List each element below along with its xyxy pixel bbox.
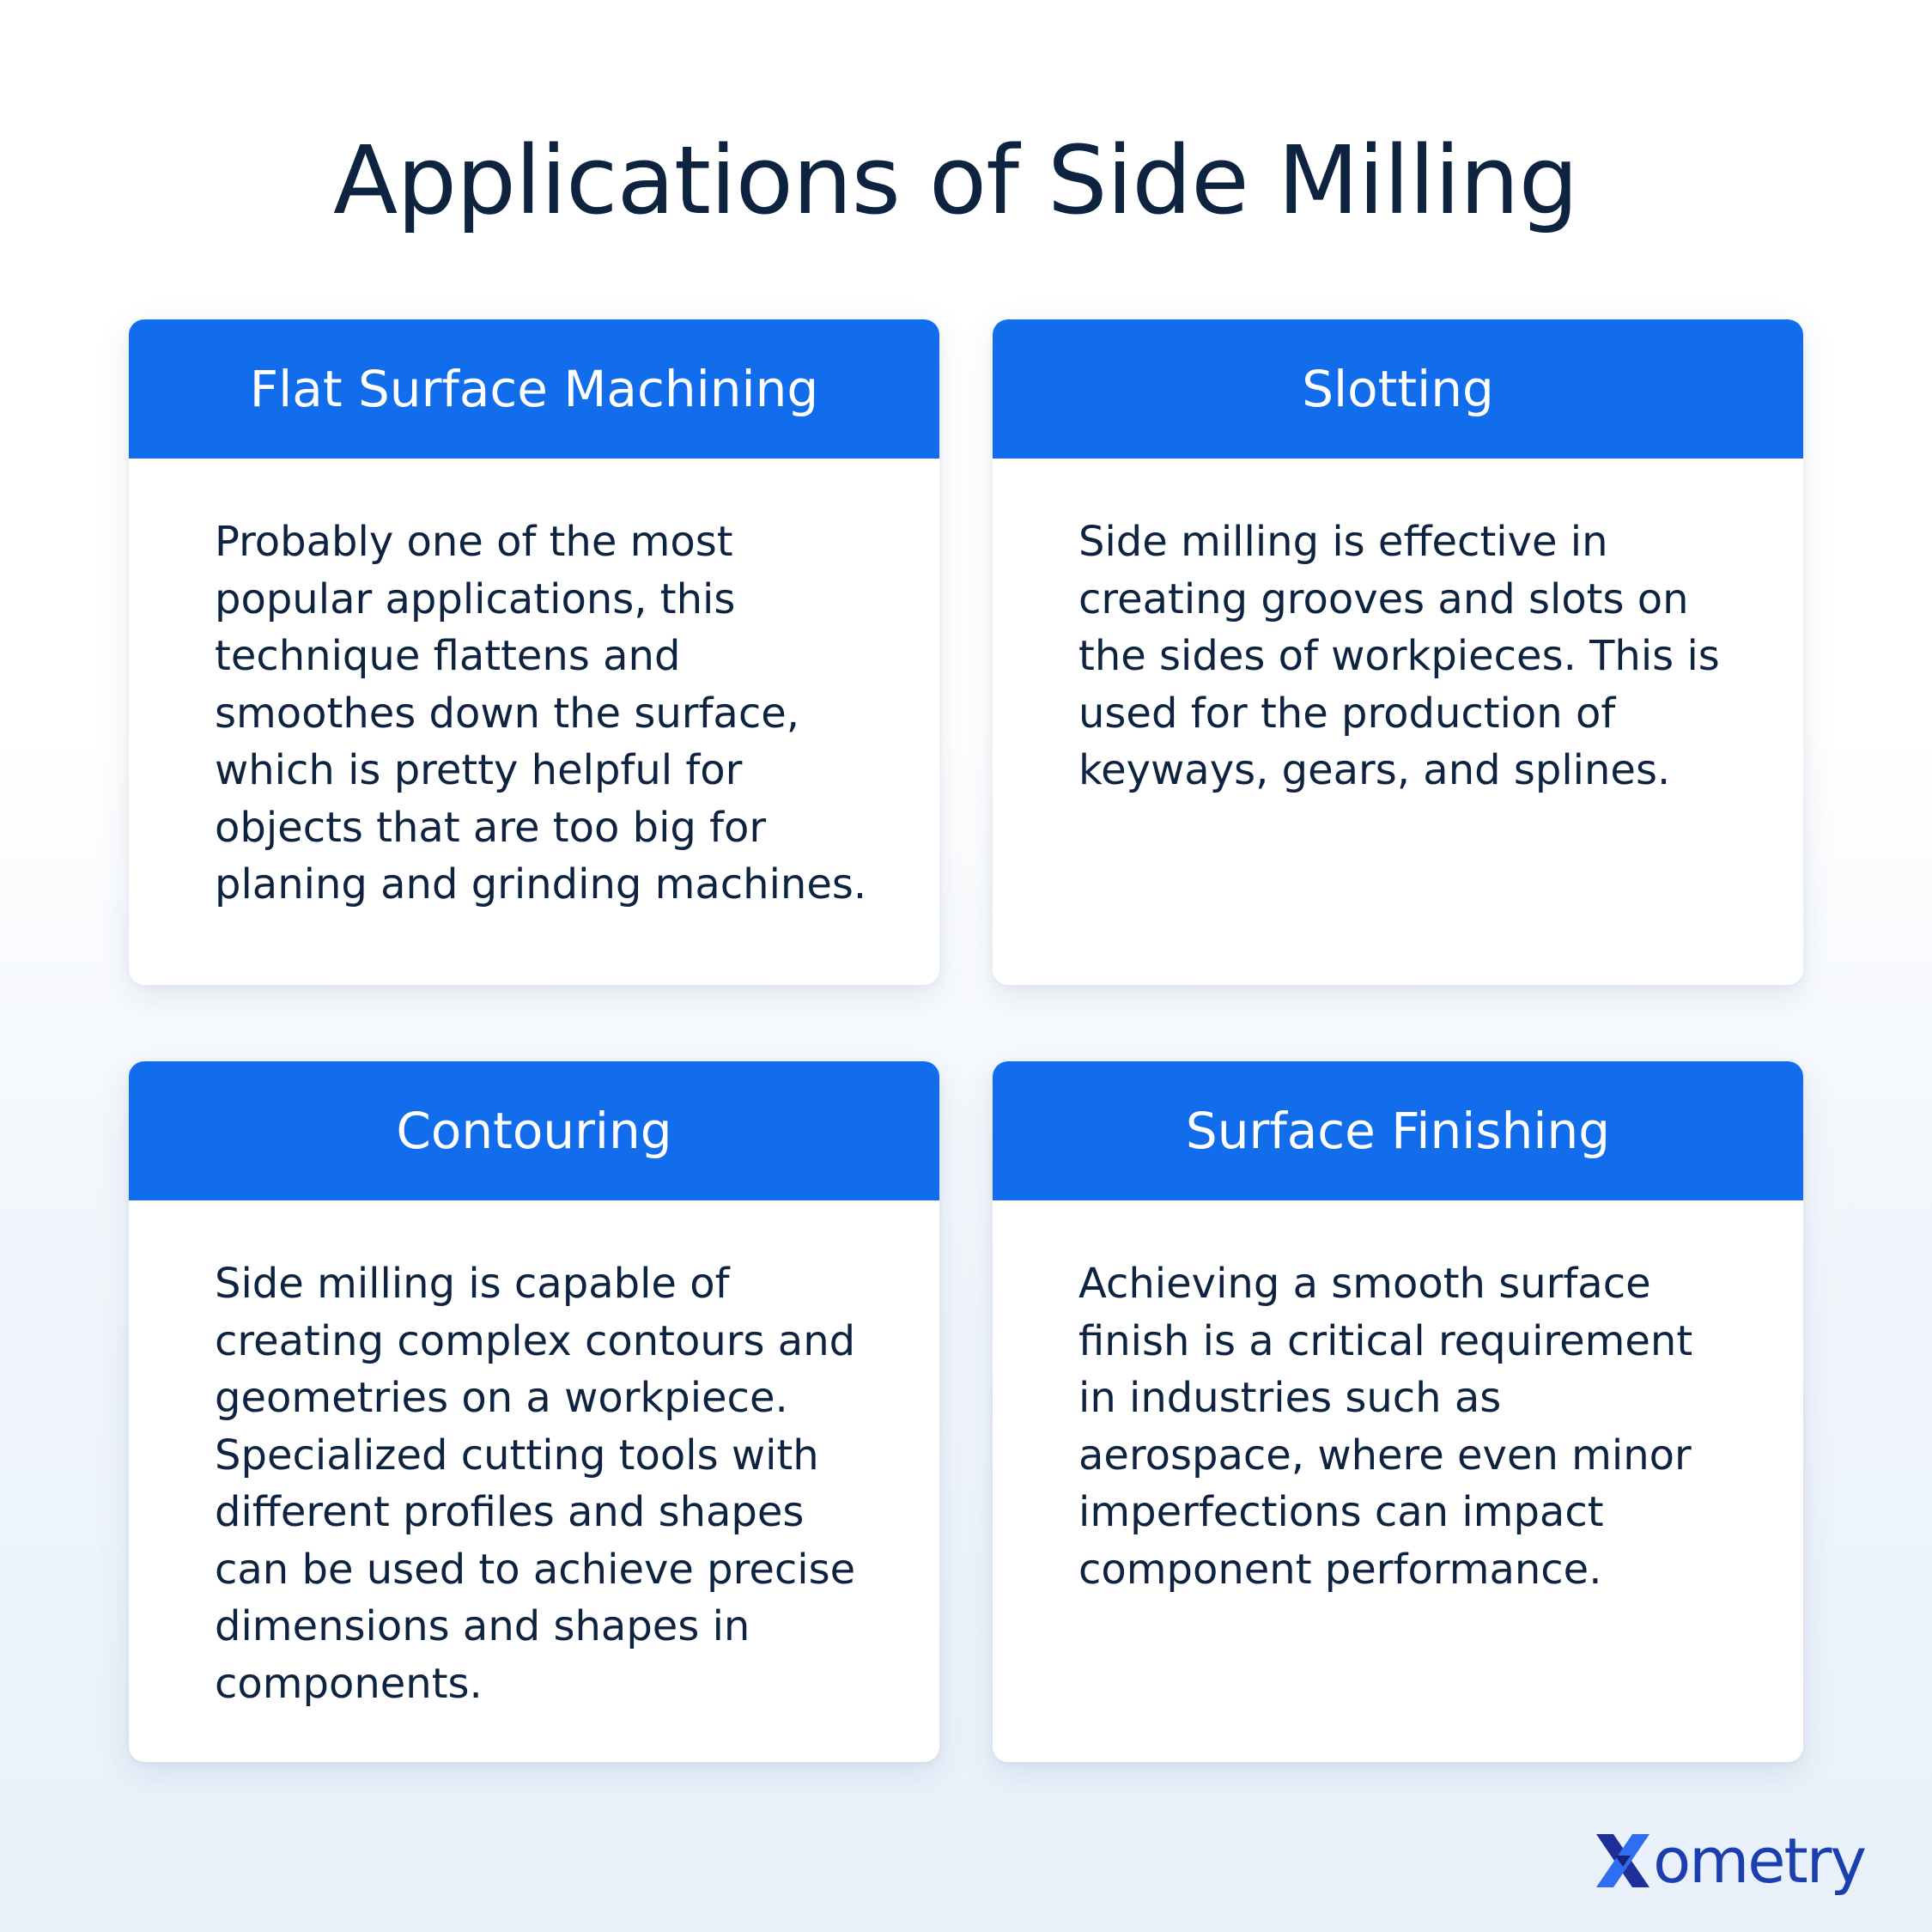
page-title: Applications of Side Milling — [333, 125, 1578, 235]
description-line: planing and grinding machines. — [215, 860, 867, 908]
card-description: Probably one of the most popular applica… — [129, 459, 939, 914]
description-line: keyways, gears, and splines. — [1078, 746, 1671, 794]
card-surface-finishing: Surface Finishing Achieving a smooth sur… — [993, 1061, 1803, 1762]
description-line: finish is a critical requirement — [1078, 1316, 1693, 1365]
description-line: in industries such as — [1078, 1374, 1502, 1422]
description-line: geometries on a workpiece. — [215, 1374, 788, 1422]
card-title: Contouring — [396, 1102, 672, 1160]
card-description: Achieving a smooth surface finish is a c… — [993, 1200, 1803, 1598]
xometry-logo: ometry — [1595, 1822, 1867, 1899]
description-line: components. — [215, 1659, 483, 1708]
description-line: used for the production of — [1078, 689, 1616, 738]
description-line: dimensions and shapes in — [215, 1602, 750, 1650]
description-line: creating complex contours and — [215, 1316, 856, 1365]
description-line: technique flattens and — [215, 632, 681, 680]
description-line: component performance. — [1078, 1545, 1602, 1594]
description-line: different profiles and shapes — [215, 1488, 805, 1536]
card-header: Surface Finishing — [993, 1061, 1803, 1200]
card-flat-surface-machining: Flat Surface Machining Probably one of t… — [129, 319, 939, 985]
description-line: creating grooves and slots on — [1078, 574, 1689, 623]
description-line: Achieving a smooth surface — [1078, 1260, 1651, 1308]
description-line: Side milling is capable of — [215, 1260, 730, 1308]
description-line: Probably one of the most — [215, 518, 733, 566]
card-contouring: Contouring Side milling is capable of cr… — [129, 1061, 939, 1762]
description-line: Side milling is effective in — [1078, 518, 1608, 566]
logo-wordmark: ometry — [1653, 1825, 1867, 1897]
description-line: Specialized cutting tools with — [215, 1431, 819, 1479]
xometry-x-icon — [1596, 1834, 1650, 1887]
card-description: Side milling is capable of creating comp… — [129, 1200, 939, 1712]
card-header: Flat Surface Machining — [129, 319, 939, 459]
description-line: smoothes down the surface, — [215, 689, 799, 738]
card-header: Slotting — [993, 319, 1803, 459]
card-title: Flat Surface Machining — [249, 360, 819, 418]
card-header: Contouring — [129, 1061, 939, 1200]
description-line: the sides of workpieces. This is — [1078, 632, 1720, 680]
card-title: Slotting — [1302, 360, 1494, 418]
card-description: Side milling is effective in creating gr… — [993, 459, 1803, 799]
description-line: which is pretty helpful for — [215, 746, 743, 794]
card-title: Surface Finishing — [1185, 1102, 1611, 1160]
card-slotting: Slotting Side milling is effective in cr… — [993, 319, 1803, 985]
description-line: can be used to achieve precise — [215, 1545, 856, 1594]
description-line: imperfections can impact — [1078, 1488, 1604, 1536]
description-line: aerospace, where even minor — [1078, 1431, 1692, 1479]
description-line: popular applications, this — [215, 574, 736, 623]
description-line: objects that are too big for — [215, 803, 767, 852]
